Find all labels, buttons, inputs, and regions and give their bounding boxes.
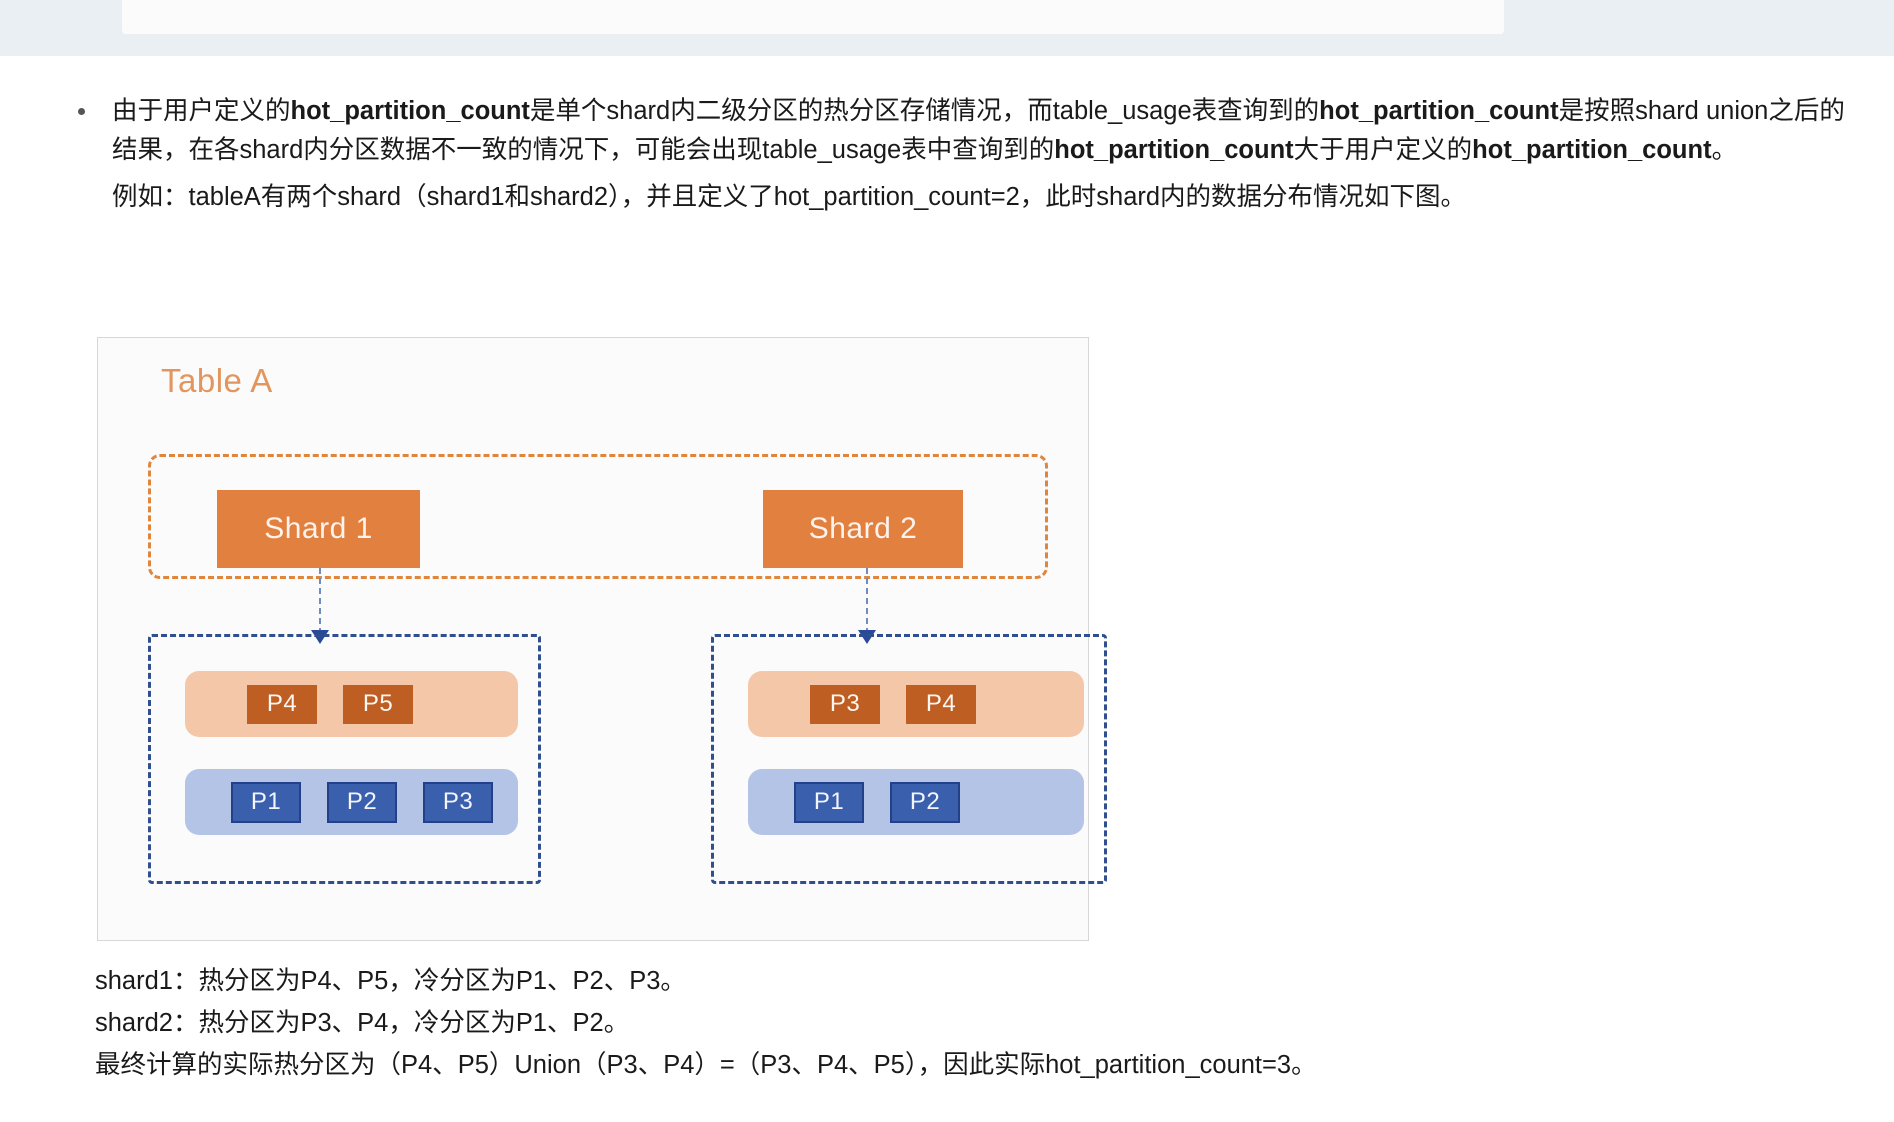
paragraph-text: 由于用户定义的hot_partition_count是单个shard内二级分区的… [112, 92, 1868, 170]
shard-2-partition-group: P3 P4 P1 P2 [711, 634, 1107, 884]
paragraph-segment: 大于用户定义的 [1293, 136, 1473, 164]
arrow-stem [866, 568, 868, 634]
arrow-shard1-to-partitions-icon [311, 568, 329, 646]
shard-1-partition-group: P4 P5 P1 P2 P3 [148, 634, 541, 884]
paragraph-segment: 是单个shard内二级分区的热分区存储情况，而table_usage表查询到的 [529, 97, 1320, 125]
shard-1-box: Shard 1 [217, 490, 420, 568]
hot-partition-chip: P4 [247, 684, 317, 724]
code-block-strip: partition tab_t3 sub_t3_name ); [0, 0, 1894, 56]
diagram-title-table-a: Table A [161, 362, 273, 399]
bullet-paragraph-block: 由于用户定义的hot_partition_count是单个shard内二级分区的… [78, 92, 1868, 217]
shard-2-cold-partition-row: P1 P2 [748, 769, 1084, 835]
shard-2-box: Shard 2 [763, 490, 963, 568]
footer-line-shard2: shard2：热分区为P3、P4，冷分区为P1、P2。 [95, 1009, 630, 1037]
hot-partition-chip: P4 [906, 684, 976, 724]
paragraph-segment: 是按照shard union之后的结果，在各shard内分区数据不一致的情况下，… [112, 97, 1845, 164]
cold-partition-chip: P2 [890, 781, 960, 823]
example-text: 例如：tableA有两个shard（shard1和shard2），并且定义了ho… [112, 183, 1467, 211]
arrow-stem [319, 568, 321, 634]
arrow-shard2-to-partitions-icon [858, 568, 876, 646]
shard-1-hot-partition-row: P4 P5 [185, 671, 518, 737]
arrow-head [858, 630, 876, 644]
inline-code-term: hot_partition_count [290, 97, 530, 125]
inline-code-term: hot_partition_count [1054, 136, 1294, 164]
shard-2-label: Shard 2 [808, 512, 918, 545]
cold-partition-chip: P1 [231, 781, 301, 823]
inline-code-term: hot_partition_count [1319, 97, 1559, 125]
code-block-inner: partition tab_t3 sub_t3_name ); [122, 0, 1504, 34]
paragraph-segment: 由于用户定义的 [112, 97, 291, 125]
cold-partition-chip: P2 [327, 781, 397, 823]
paragraph-segment: 。 [1711, 136, 1738, 164]
cold-partition-chip: P1 [794, 781, 864, 823]
cold-partition-chip: P3 [423, 781, 493, 823]
footer-line-shard1: shard1：热分区为P4、P5，冷分区为P1、P2、P3。 [95, 967, 686, 995]
inline-code-term: hot_partition_count [1472, 136, 1712, 164]
bullet-marker-icon [78, 108, 85, 115]
hot-partition-chip: P5 [343, 684, 413, 724]
footer-line-result: 最终计算的实际热分区为（P4、P5）Union（P3、P4）=（P3、P4、P5… [95, 1051, 1317, 1079]
shard-1-cold-partition-row: P1 P2 P3 [185, 769, 518, 835]
shard-1-label: Shard 1 [264, 512, 373, 545]
shard-2-hot-partition-row: P3 P4 [748, 671, 1084, 737]
hot-partition-chip: P3 [810, 684, 880, 724]
shard-group-dashed-border [148, 454, 1048, 579]
arrow-head [311, 630, 329, 644]
